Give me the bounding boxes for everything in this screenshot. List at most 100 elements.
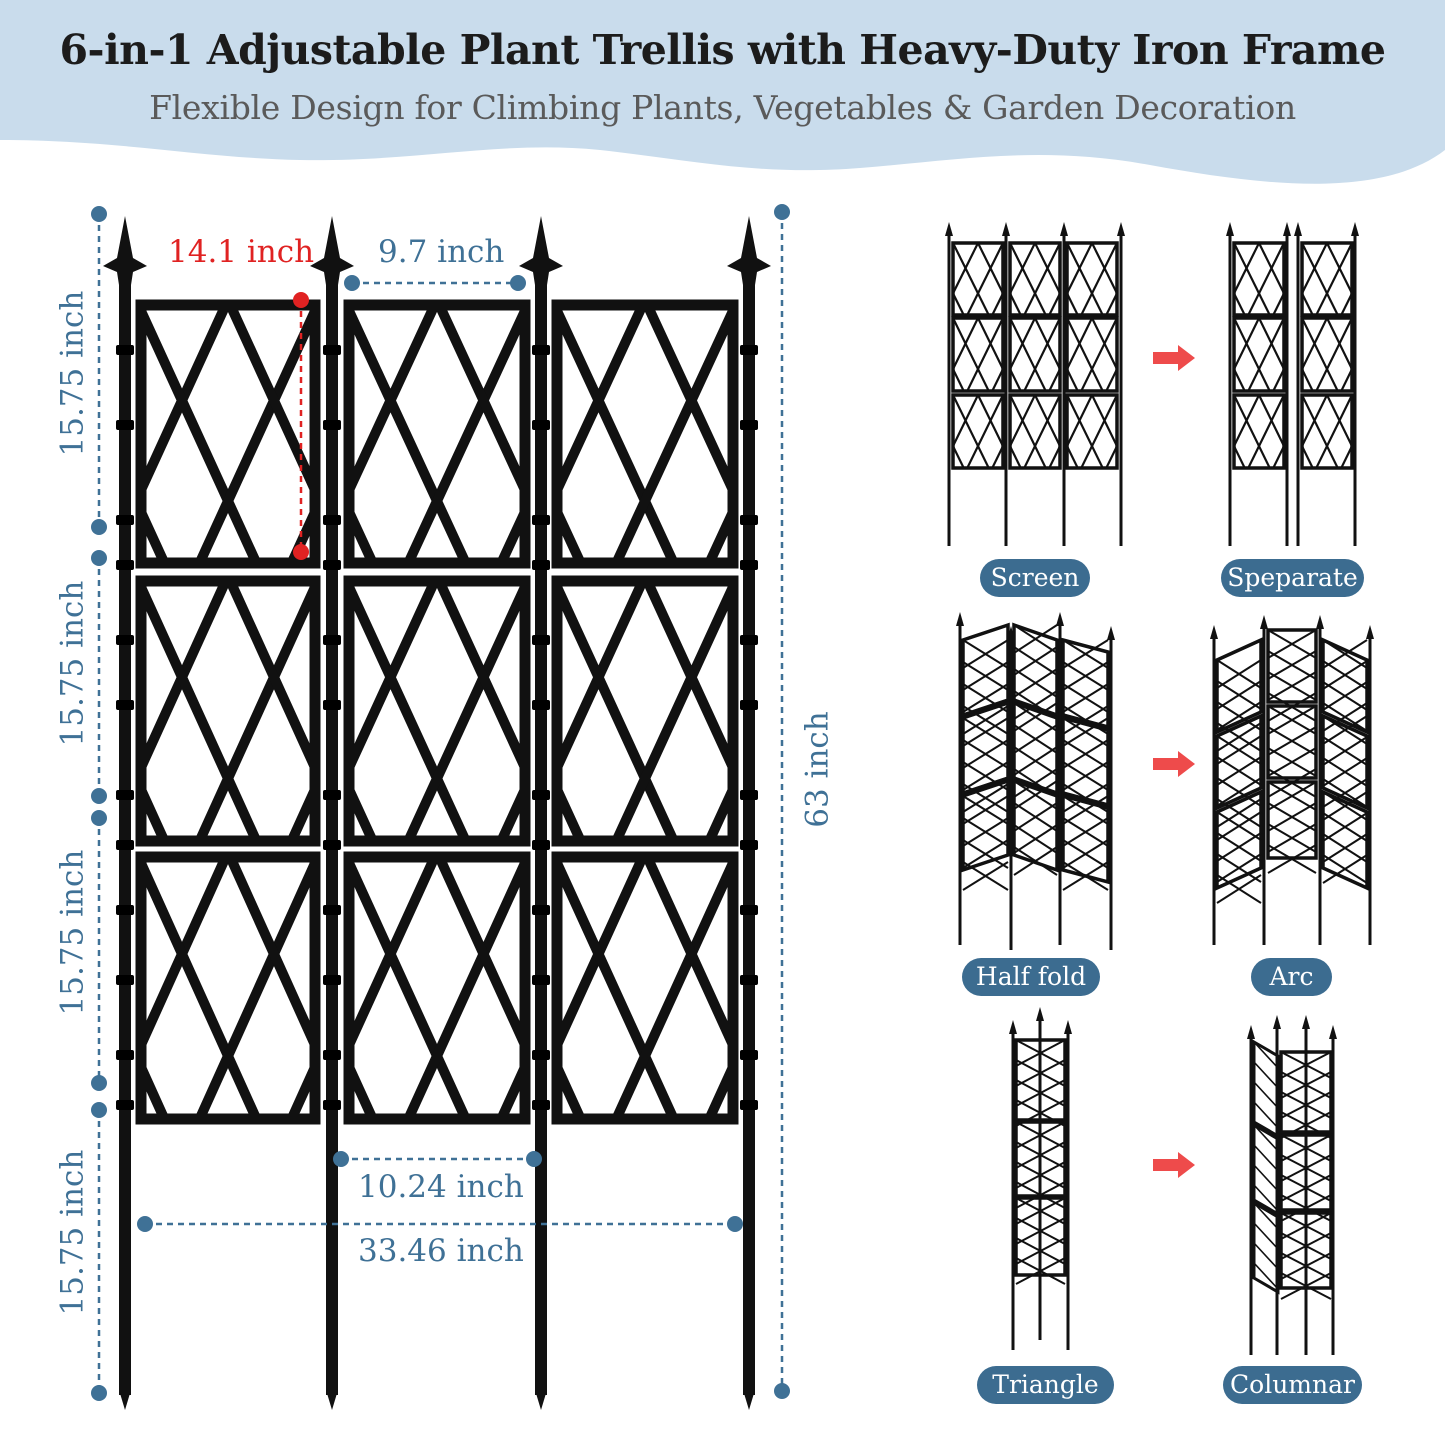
panel-frame (135, 299, 321, 569)
mini-lattice (1034, 318, 1060, 372)
mini-lattice (1302, 395, 1328, 449)
mini-panel-frame (1008, 393, 1062, 470)
panel-frame (551, 299, 739, 569)
dimension-dot (293, 292, 309, 308)
mini-lattice (878, 395, 928, 497)
mini-panel-frame (1232, 393, 1286, 470)
mini-lattice (1267, 781, 1317, 811)
lattice-bar (562, 862, 646, 1047)
dimension-dot (727, 1216, 743, 1232)
mini-lattice (903, 243, 953, 344)
pole-connector (740, 905, 758, 915)
mini-lattice (962, 795, 1009, 825)
mini-lattice (1010, 243, 1036, 296)
panel-lattice (354, 310, 520, 558)
mini-panel-frame (961, 622, 1010, 718)
mini-panel-frame (1300, 393, 1354, 470)
mini-lattice (1184, 243, 1234, 344)
mini-lattice (1322, 736, 1368, 766)
mini-lattice (977, 243, 1003, 296)
mini-lattice (1159, 395, 1209, 497)
panel-height-label: 14.1 inch (168, 234, 315, 270)
pole-spike (326, 1390, 338, 1410)
segment-1-label: 15.75 inch (54, 290, 91, 457)
mini-panel-group (878, 241, 1005, 344)
mini-lattice (1013, 802, 1058, 832)
mini-panel-frame (1215, 789, 1263, 891)
panel-lattice (146, 862, 310, 1114)
mini-panel-frame (1065, 241, 1119, 317)
mini-lattice (1216, 701, 1262, 731)
dimension-dot (91, 206, 107, 222)
mini-lattice (1247, 395, 1284, 468)
mini-lattice (1013, 746, 1058, 776)
mini-lattice (966, 318, 1003, 391)
mini-lattice (1034, 243, 1060, 296)
pole-connector (740, 1050, 758, 1060)
pole-shaft (535, 275, 547, 1395)
mini-lattice (1159, 318, 1209, 420)
mini-lattice (1234, 243, 1260, 296)
mini-lattice (878, 243, 928, 344)
mini-panel-frame (1008, 241, 1062, 317)
mini-lattice (1023, 395, 1060, 468)
mini-lattice (1253, 1262, 1279, 1290)
mini-panel-group (1065, 316, 1119, 393)
trellis-pole (310, 216, 354, 1410)
pole-connector (323, 790, 341, 800)
mini-lattice (1080, 395, 1117, 468)
mini-finial (1036, 1007, 1044, 1021)
mini-lattice (1315, 243, 1352, 315)
mini-panel-frame (1252, 1122, 1280, 1217)
pole-finial (310, 216, 354, 285)
panel-lattice (562, 310, 728, 558)
top-gap-label: 9.7 inch (378, 234, 505, 270)
mini-lattice (1351, 395, 1352, 398)
lattice-bar (405, 586, 520, 836)
mini-lattice-group (1159, 395, 1284, 497)
mini-lattice (1253, 1081, 1279, 1109)
mini-lattice (1013, 846, 1058, 876)
mini-lattice (1280, 1051, 1332, 1079)
thumb-arc (1210, 615, 1374, 945)
dimension-dot (137, 1216, 153, 1232)
mini-lattice (903, 395, 953, 497)
mini-lattice (1326, 318, 1352, 372)
mini-lattice (1062, 817, 1109, 847)
dimension-dot (774, 1383, 790, 1399)
thumb-half-fold (956, 612, 1115, 950)
mini-lattice (962, 783, 1009, 813)
arrow-right-icon (1153, 1152, 1195, 1178)
mini-lattice (1322, 702, 1368, 732)
panel-lattice (354, 862, 520, 1114)
panel-frame (343, 851, 531, 1125)
mini-lattice (977, 318, 1003, 372)
dimension-dot (526, 1151, 542, 1167)
mini-finial (1226, 222, 1234, 236)
mini-finial (1009, 1020, 1017, 1034)
mini-lattice (878, 318, 928, 420)
mini-lattice (977, 395, 1003, 449)
mini-panel-group (1300, 316, 1354, 393)
pole-connector (740, 420, 758, 430)
mini-lattice (1010, 395, 1036, 449)
mini-lattice-group (1159, 243, 1284, 344)
dimension-dot (91, 1385, 107, 1401)
mini-lattice (1253, 1101, 1279, 1129)
mini-finial (956, 612, 964, 626)
mini-lattice (1377, 243, 1427, 344)
config-label-columnar: Columnar (1223, 1366, 1362, 1404)
mini-panel-group (1065, 241, 1119, 317)
mini-lattice (1247, 318, 1284, 391)
dimension-dot (91, 1075, 107, 1091)
pole-connector (532, 515, 550, 525)
mini-panel-group (1008, 241, 1062, 317)
mini-lattice (1234, 318, 1235, 321)
mini-finial (1056, 612, 1064, 626)
mini-lattice (1216, 777, 1262, 807)
mini-lattice (966, 243, 1003, 315)
mini-lattice (953, 243, 979, 296)
mini-lattice (1013, 724, 1058, 754)
mini-lattice (1159, 243, 1209, 344)
